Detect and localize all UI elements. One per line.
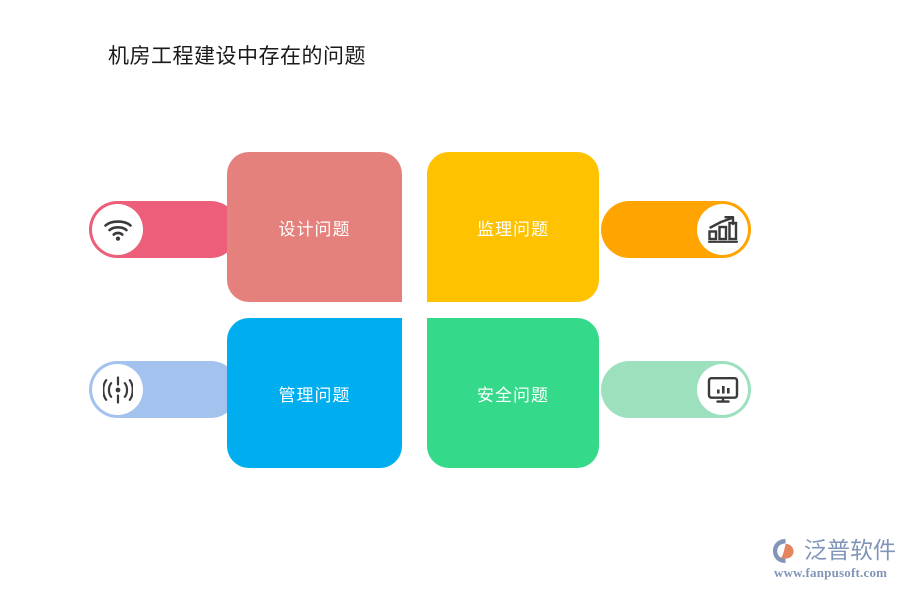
card-management[interactable]: 管理问题 bbox=[227, 318, 402, 468]
bar-chart-growth-icon bbox=[697, 204, 748, 255]
page-title: 机房工程建设中存在的问题 bbox=[108, 45, 366, 68]
card-supervision[interactable]: 监理问题 bbox=[427, 152, 599, 302]
card-design-label: 设计问题 bbox=[278, 219, 351, 239]
logo-website-url: www.fanpusoft.com bbox=[774, 565, 888, 580]
connector-pill-management bbox=[89, 361, 239, 418]
brand-logo: 泛普软件 www.fanpusoft.com bbox=[772, 538, 896, 581]
broadcast-antenna-icon bbox=[92, 364, 143, 415]
logo-company-name: 泛普软件 bbox=[804, 538, 896, 564]
monitor-chart-icon bbox=[697, 364, 748, 415]
card-safety[interactable]: 安全问题 bbox=[427, 318, 599, 468]
card-safety-label: 安全问题 bbox=[477, 385, 549, 405]
card-design[interactable]: 设计问题 bbox=[227, 152, 402, 302]
card-supervision-label: 监理问题 bbox=[477, 219, 549, 239]
connector-pill-design bbox=[89, 201, 239, 258]
wifi-signal-icon bbox=[92, 204, 143, 255]
connector-pill-safety bbox=[601, 361, 751, 418]
fanpu-logo-mark bbox=[773, 539, 794, 563]
card-management-label: 管理问题 bbox=[278, 385, 351, 405]
connector-pill-supervision bbox=[601, 201, 751, 258]
